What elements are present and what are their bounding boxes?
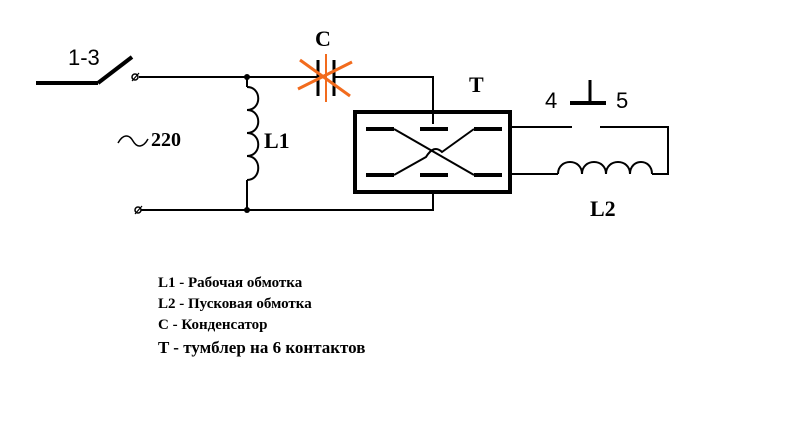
terminal-bottom <box>134 205 143 215</box>
legend-item: L2 - Пусковая обмотка <box>158 296 312 312</box>
toggle-label: T <box>469 72 484 97</box>
button-left-label: 4 <box>545 88 557 113</box>
voltage-label: 220 <box>151 129 181 151</box>
main-switch: 1-3 <box>36 45 134 85</box>
cross-mark-icon <box>297 54 353 102</box>
l1-label: L1 <box>264 128 290 153</box>
winding-l1: L1 <box>246 77 290 210</box>
legend-item: L1 - Рабочая обмотка <box>158 275 303 291</box>
terminal-top <box>131 72 140 82</box>
switch-label: 1-3 <box>68 45 100 70</box>
right-wire <box>510 126 669 175</box>
capacitor-label: C <box>315 26 331 51</box>
bottom-wire <box>141 192 434 211</box>
toggle-switch: T <box>353 72 512 194</box>
button-right-label: 5 <box>616 88 628 113</box>
push-button: 4 5 <box>545 80 628 113</box>
legend-item: C - Конденсатор <box>158 317 268 333</box>
legend-item: T - тумблер на 6 контактов <box>158 338 366 357</box>
top-wire <box>139 76 434 124</box>
tilde-icon <box>117 135 149 147</box>
ac-source: 220 <box>117 129 181 151</box>
capacitor: C <box>297 26 353 102</box>
legend: L1 - Рабочая обмотка L2 - Пусковая обмот… <box>158 273 365 358</box>
l2-label: L2 <box>590 196 616 221</box>
winding-l2: L2 <box>557 161 653 221</box>
